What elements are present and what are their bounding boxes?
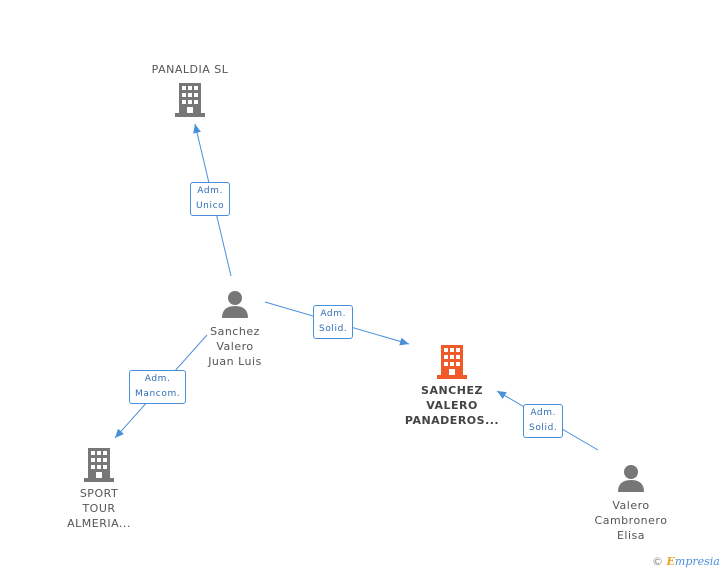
node-sanchez-panaderos[interactable]: SANCHEZ VALERO PANADEROS... [392, 345, 512, 428]
copyright-symbol: © [652, 555, 663, 568]
node-label: Valero Cambronero Elisa [594, 499, 668, 542]
edge-label-adm-mancom[interactable]: Adm. Mancom. [129, 370, 187, 404]
edge-label-adm-unico[interactable]: Adm. Unico [190, 182, 231, 216]
person-icon [618, 465, 644, 492]
building-icon [84, 448, 114, 482]
node-panaldia[interactable]: PANALDIA SL [130, 62, 250, 117]
node-label: Sanchez Valero Juan Luis [208, 325, 262, 368]
node-sanchez-juan[interactable]: Sanchez Valero Juan Luis [185, 290, 285, 369]
edge-label-adm-solid-1[interactable]: Adm. Solid. [313, 305, 354, 339]
empresia-logo: Empresia [666, 555, 720, 568]
node-label: PANALDIA SL [151, 63, 229, 76]
node-sport-tour[interactable]: SPORT TOUR ALMERIA... [49, 448, 149, 531]
node-valero-elisa[interactable]: Valero Cambronero Elisa [581, 464, 681, 543]
node-label: SPORT TOUR ALMERIA... [67, 487, 131, 530]
building-icon [175, 83, 205, 117]
footer-brand: © Empresia [652, 555, 720, 568]
building-icon [437, 345, 467, 379]
edge-label-adm-solid-2[interactable]: Adm. Solid. [523, 404, 564, 438]
person-icon [222, 291, 248, 318]
node-label: SANCHEZ VALERO PANADEROS... [404, 384, 500, 427]
